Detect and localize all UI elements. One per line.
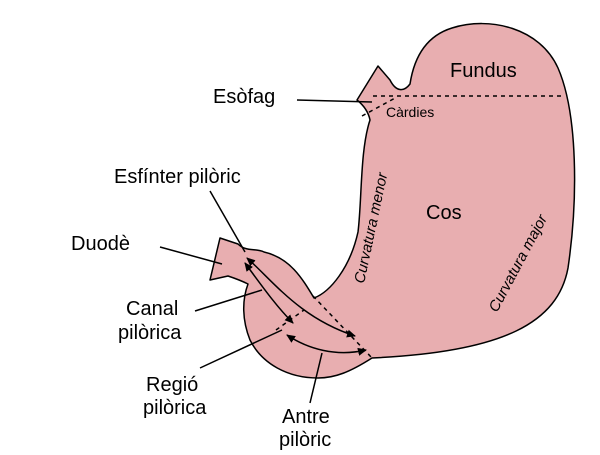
pyloric-region-arrow: [246, 257, 356, 338]
label-regio-line1: Regió: [146, 374, 198, 396]
pyloric-antrum-arrow: [286, 334, 367, 356]
label-antre-line2: pilòric: [279, 429, 331, 451]
label-duode: Duodè: [71, 233, 130, 255]
stomach-body-shape: [209, 22, 576, 379]
label-esofag: Esòfag: [213, 86, 275, 108]
esofag-leader-line: [296, 99, 373, 103]
label-fundus: Fundus: [450, 60, 517, 82]
label-regio-line2: pilòrica: [143, 397, 207, 419]
label-cos: Cos: [426, 202, 462, 224]
label-canal-line1: Canal: [126, 298, 178, 320]
duode-leader-line: [159, 246, 223, 265]
canal-leader-line: [194, 289, 263, 312]
label-esfinter-piloric: Esfínter pilòric: [114, 166, 241, 188]
cardia-divider-line: [361, 96, 398, 117]
label-canal-line2: pilòrica: [118, 322, 182, 344]
esfinter-leader-line: [209, 190, 246, 253]
label-antre-line1: Antre: [282, 406, 330, 428]
label-cardies: Càrdies: [386, 104, 434, 120]
regio-leader-line: [199, 329, 283, 369]
antre-leader-line: [309, 352, 323, 404]
